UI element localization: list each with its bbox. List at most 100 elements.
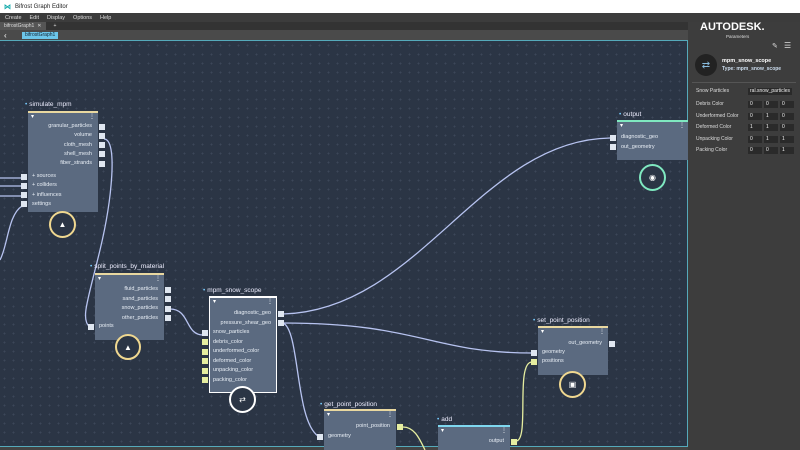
more-icon[interactable]: ⋮ — [267, 299, 273, 305]
output-port-pin[interactable] — [278, 310, 284, 317]
input-port-pin[interactable] — [531, 358, 537, 365]
app-logo-icon: ⋈ — [4, 3, 11, 11]
output-port-pin[interactable] — [99, 160, 105, 167]
color-component-field[interactable]: 0 — [764, 101, 778, 108]
input-port-pin[interactable] — [202, 348, 208, 355]
more-icon[interactable]: ⋮ — [501, 428, 507, 434]
input-port-label: geometry — [542, 349, 565, 355]
collapse-icon[interactable]: ▾ — [541, 329, 545, 335]
color-component-field[interactable]: 0 — [748, 135, 762, 143]
node-split-points-by-material[interactable]: ▾⋮ — [95, 273, 164, 340]
color-component-field[interactable]: 1 — [780, 135, 794, 143]
menu-display[interactable]: Display — [47, 14, 66, 21]
collapse-icon[interactable]: ▾ — [213, 299, 217, 305]
input-port-pin[interactable] — [21, 201, 27, 208]
more-icon[interactable]: ⋮ — [599, 329, 605, 335]
node-set-point-position[interactable]: ▾⋮ — [538, 326, 608, 375]
menu-options[interactable]: Options — [73, 14, 93, 21]
color-component-field[interactable]: 1 — [764, 135, 778, 143]
output-port-label: diagnostic_geo — [233, 310, 271, 316]
color-component-field[interactable]: 1 — [764, 124, 778, 131]
output-port-pin[interactable] — [99, 132, 105, 139]
output-port-pin[interactable] — [511, 438, 517, 445]
output-icon[interactable]: ◉ — [639, 164, 666, 191]
close-icon[interactable]: ✕ — [37, 23, 42, 29]
collapse-icon[interactable]: ▾ — [441, 428, 445, 434]
color-component-field[interactable]: 0 — [780, 101, 794, 108]
more-icon[interactable]: ⋮ — [155, 276, 161, 282]
input-port-pin[interactable] — [610, 134, 616, 141]
menu-edit[interactable]: Edit — [29, 14, 39, 21]
color-component-field[interactable]: 1 — [748, 124, 762, 131]
color-component-field[interactable]: 0 — [780, 112, 794, 120]
input-port-pin[interactable] — [88, 323, 94, 330]
breadcrumb-bar: ‹ bifrostGraph1 — [0, 30, 690, 40]
input-port-pin[interactable] — [610, 144, 616, 150]
menu-icon[interactable]: ☰ — [784, 41, 792, 50]
input-port-label: points — [99, 323, 114, 329]
collapse-icon[interactable]: ▾ — [620, 123, 624, 129]
tab-bifrostgraph1[interactable]: bifrostGraph1✕ — [0, 22, 46, 30]
parameters-panel: AUTODESK. Parameters ✎ ☰ ⇄ mpm_snow_scop… — [688, 22, 800, 450]
pin-icon[interactable]: ✎ — [772, 43, 778, 50]
more-icon[interactable]: ⋮ — [89, 114, 95, 120]
input-port-pin[interactable] — [531, 349, 537, 356]
node-title: get_point_position — [320, 401, 377, 409]
output-port-pin[interactable] — [609, 340, 615, 347]
title-bar: ⋈ Bifrost Graph Editor — [0, 0, 800, 13]
output-port-pin[interactable] — [99, 123, 105, 130]
menu-create[interactable]: Create — [5, 14, 22, 21]
input-port-pin[interactable] — [317, 433, 323, 440]
input-port-pin[interactable] — [21, 192, 27, 199]
output-port-pin[interactable] — [165, 296, 171, 302]
input-port-pin[interactable] — [21, 182, 27, 189]
output-port-label: fluid_particles — [124, 286, 158, 292]
collapse-icon[interactable]: ▾ — [327, 412, 331, 418]
pyramid-icon[interactable]: ▲ — [49, 211, 76, 238]
input-port-pin[interactable] — [202, 377, 208, 383]
collapse-icon[interactable]: ▾ — [31, 114, 35, 120]
output-port-pin[interactable] — [99, 151, 105, 158]
input-port-pin[interactable] — [202, 358, 208, 364]
back-arrow-icon[interactable]: ‹ — [4, 30, 7, 40]
window-title: Bifrost Graph Editor — [15, 3, 68, 10]
input-port-label: underformed_color — [213, 348, 260, 354]
output-port-label: point_position — [356, 423, 390, 429]
input-port-pin[interactable] — [202, 339, 208, 345]
color-component-field[interactable]: 0 — [764, 147, 778, 154]
input-port-pin[interactable] — [21, 173, 27, 180]
node-simulate-mpm[interactable]: ▾⋮ — [28, 111, 98, 212]
output-port-pin[interactable] — [165, 286, 171, 293]
collapse-icon[interactable]: ▾ — [98, 276, 102, 282]
scope-icon[interactable]: ⇄ — [229, 386, 256, 413]
menu-help[interactable]: Help — [100, 14, 112, 21]
output-port-pin[interactable] — [99, 142, 105, 149]
color-component-field[interactable]: 1 — [780, 147, 794, 154]
snow-particles-field[interactable]: ral.snow_particles — [748, 88, 792, 95]
node-get-point-position[interactable]: ▾⋮ — [324, 409, 396, 450]
more-icon[interactable]: ⋮ — [387, 412, 393, 418]
output-port-label: out_geometry — [568, 340, 602, 346]
output-port-pin[interactable] — [165, 315, 171, 321]
more-icon[interactable]: ⋮ — [679, 123, 685, 129]
color-component-field[interactable]: 0 — [748, 101, 762, 108]
input-port-pin[interactable] — [202, 367, 208, 374]
output-port-pin[interactable] — [165, 305, 171, 312]
color-component-field[interactable]: 0 — [748, 112, 762, 120]
node-add[interactable]: ▾⋮ — [438, 425, 510, 450]
output-port-pin[interactable] — [278, 320, 284, 326]
color-component-field[interactable]: 0 — [748, 147, 762, 154]
node-mpm-snow-scope[interactable]: ▾⋮ — [209, 296, 277, 393]
tab-bar: bifrostGraph1✕ + — [0, 22, 690, 30]
breadcrumb[interactable]: bifrostGraph1 — [22, 31, 59, 39]
output-port-pin[interactable] — [397, 423, 403, 430]
pyramid-icon[interactable]: ▲ — [115, 334, 141, 360]
color-component-field[interactable]: 0 — [780, 124, 794, 131]
node-output[interactable]: ▾⋮ — [617, 120, 688, 160]
input-port-pin[interactable] — [202, 329, 208, 336]
output-port-label: volume — [74, 132, 92, 139]
add-tab-button[interactable]: + — [53, 23, 57, 29]
color-component-field[interactable]: 1 — [764, 112, 778, 120]
node-title: simulate_mpm — [25, 101, 71, 109]
set-position-icon[interactable]: ▣ — [559, 371, 586, 398]
